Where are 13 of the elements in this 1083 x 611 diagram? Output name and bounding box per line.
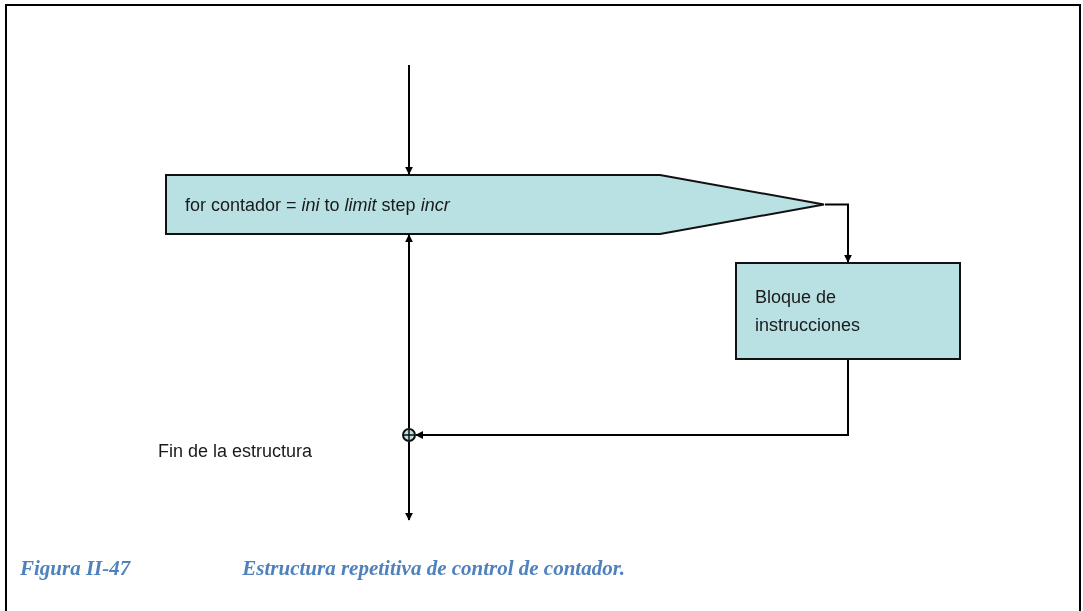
arrow xyxy=(405,234,413,429)
process-box xyxy=(735,262,961,360)
node-label: Bloque de instrucciones xyxy=(755,286,862,337)
loop-header-shape xyxy=(165,174,825,235)
arrow xyxy=(405,64,413,175)
figure-number: Figura II-47 xyxy=(20,556,131,581)
node-label: for contador = ini to limit step incr xyxy=(184,193,452,217)
figure-caption: Estructura repetitiva de control de contador. xyxy=(242,556,625,581)
arrow xyxy=(405,441,413,521)
structure-end-label: Fin de la estructura xyxy=(158,441,313,462)
junction-circle xyxy=(402,428,416,442)
arrow xyxy=(824,203,852,263)
arrow xyxy=(415,359,849,439)
